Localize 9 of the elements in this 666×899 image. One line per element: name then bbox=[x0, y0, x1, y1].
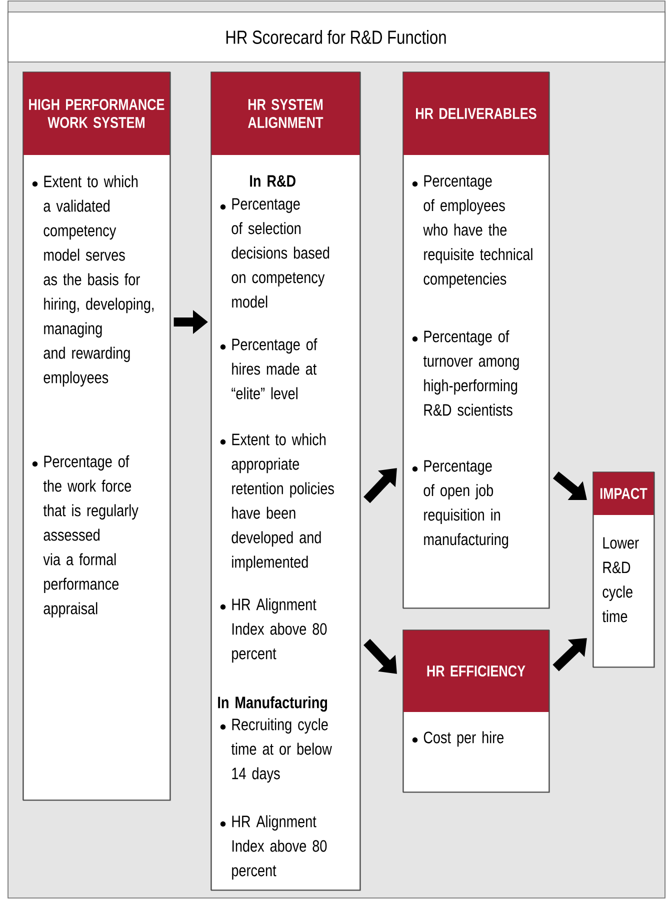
column-box: HR SYSTEM ALIGNMENT In R&D Percentage of selection decisions based on competency model Percentage of hires made at “elite” level Extent to which appropriate retention policies have been developed and implemented HR Alignment Index above 80 percent In Manufacturing Recruiting cycle time at or below 14 days HR Alignment Index above 80 percent bbox=[210, 72, 361, 891]
column-box: IMPACT Lower R&D cycle time bbox=[592, 472, 655, 668]
column-box: HR DELIVERABLES Percentage of employees who have the requisite technical competencies Percentage of turnover among high-performing R&D scientists Percentage of open job requisition in manufacturing bbox=[402, 72, 550, 609]
block-arrow bbox=[364, 638, 397, 674]
column-box: HR EFFICIENCY Cost per hire bbox=[402, 630, 550, 793]
column-box: HIGH PERFORMANCE WORK SYSTEM Extent to which a validated competency model serves as the basis for hiring, developing, managing and rewarding employees Percentage of the work force that is regularly assessed via a formal performance appraisal bbox=[22, 72, 171, 801]
title-band: HR Scorecard for R&D Function bbox=[8, 12, 666, 62]
block-arrow bbox=[552, 638, 587, 672]
block-arrow bbox=[364, 468, 397, 504]
